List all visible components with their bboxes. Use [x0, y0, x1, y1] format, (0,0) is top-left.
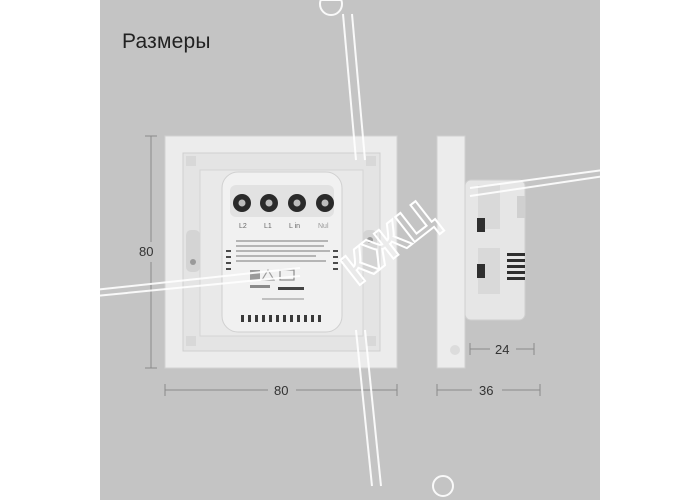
dim-front-height: 80	[139, 244, 153, 259]
front-view: L2 L1 L in Nul	[164, 135, 398, 369]
terminal-label-l2: L2	[239, 223, 247, 230]
dim-front-width: 80	[274, 383, 288, 398]
qr-code-icon	[250, 270, 260, 280]
dimension-lines	[145, 135, 541, 396]
terminal-label-nul: Nul	[318, 223, 329, 230]
yandex-logo-icon	[450, 345, 460, 355]
dim-side-body: 24	[495, 342, 509, 357]
side-vent-slots	[507, 253, 525, 280]
dim-side-depth: 36	[479, 383, 493, 398]
vent-slots	[241, 315, 321, 322]
terminal-label-l1: L1	[264, 223, 272, 230]
watermark-logo	[54, 0, 639, 497]
terminal-label-lin: L in	[289, 223, 300, 230]
side-view	[436, 135, 526, 369]
terminal-screws	[233, 194, 334, 212]
page-title: Размеры	[122, 30, 211, 53]
